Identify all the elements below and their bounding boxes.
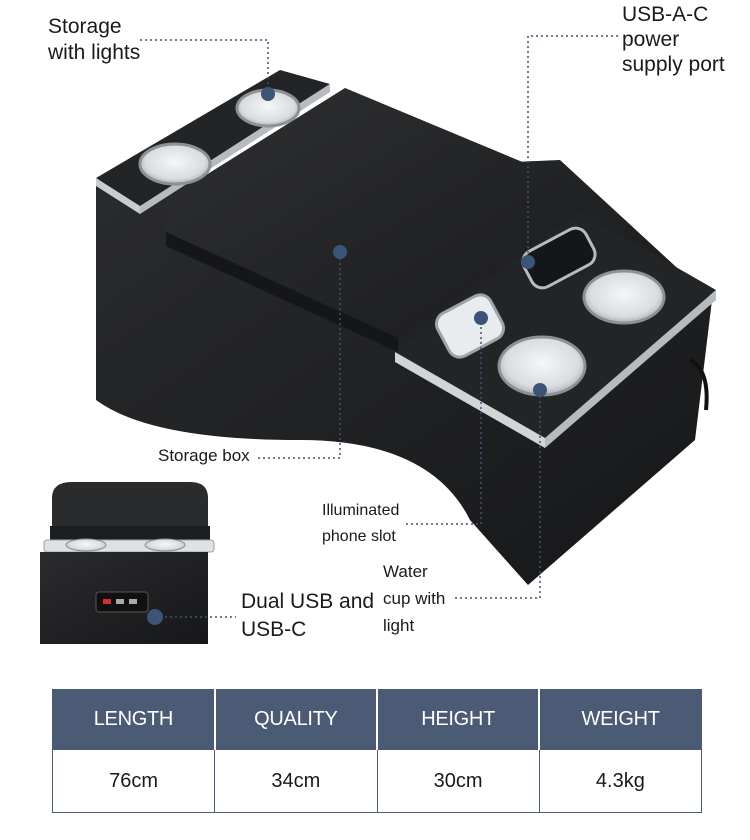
marker-dot: [533, 383, 547, 397]
storage-lid: [166, 88, 580, 338]
cup-holder: [582, 269, 666, 325]
spec-header-length: LENGTH: [51, 689, 216, 750]
callout-storage-with-lights: Storage with lights: [48, 15, 141, 64]
product-illustration: [40, 35, 716, 644]
spec-header-height: HEIGHT: [376, 689, 541, 750]
spec-value-length: 76cm: [51, 749, 216, 813]
marker-dot: [147, 609, 163, 625]
spec-value-height: 30cm: [376, 749, 540, 813]
callout-dual-usb: Dual USB and USB-C: [241, 590, 375, 641]
spec-value-row: 76cm 34cm 30cm 4.3kg: [51, 749, 703, 813]
spec-value-weight: 4.3kg: [538, 749, 703, 813]
marker-dot: [261, 87, 275, 101]
marker-dot: [333, 245, 347, 259]
spec-value-quality: 34cm: [214, 749, 378, 813]
callout-water-cup: Water cup with light: [383, 562, 446, 635]
thumbnail-product: [40, 482, 215, 644]
callout-phone-slot: Illuminated phone slot: [322, 502, 400, 545]
marker-dot: [474, 311, 488, 325]
callout-usb-port: USB-A-C power supply port: [622, 3, 725, 76]
right-tray-rim: [395, 352, 545, 448]
right-tray-top: [395, 212, 716, 438]
spec-header-quality: QUALITY: [214, 689, 379, 750]
cup-holder: [138, 142, 212, 186]
usb-panel: [521, 226, 597, 290]
callout-storage-box: Storage box: [158, 446, 250, 465]
marker-dot: [521, 255, 535, 269]
left-tray-rim: [96, 178, 140, 214]
spec-header-row: LENGTH QUALITY HEIGHT WEIGHT: [51, 689, 703, 750]
spec-header-weight: WEIGHT: [538, 689, 703, 750]
spec-table: LENGTH QUALITY HEIGHT WEIGHT 76cm 34cm 3…: [51, 689, 703, 813]
